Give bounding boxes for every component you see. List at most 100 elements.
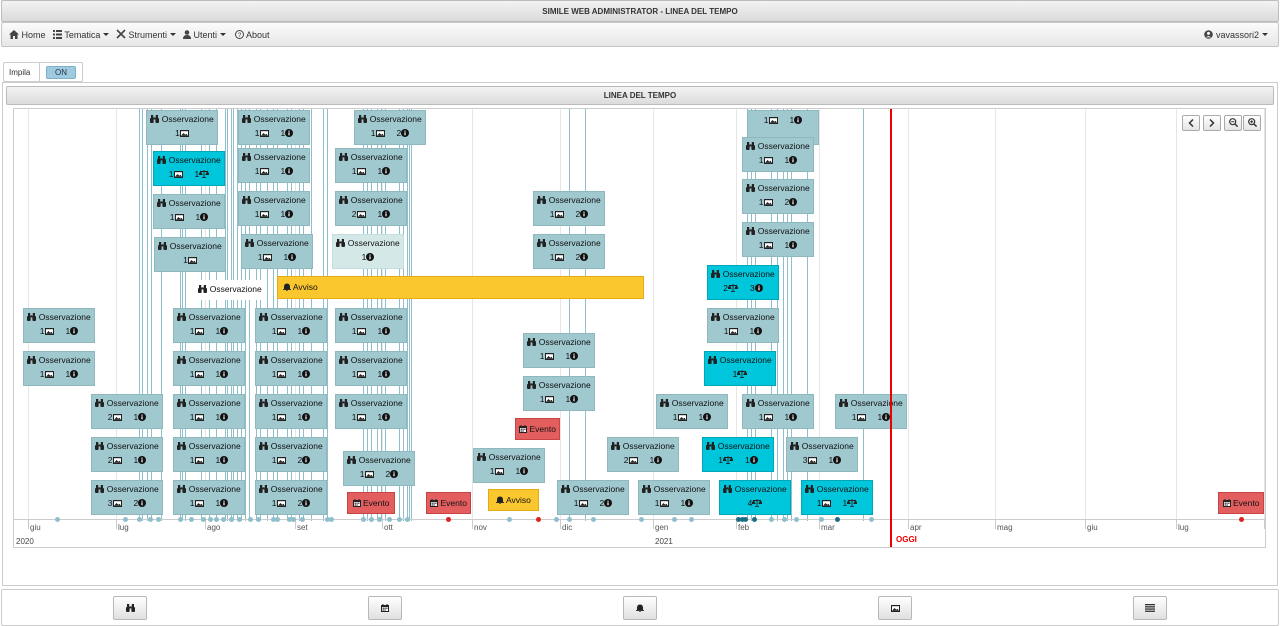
- timeline-marker[interactable]: [148, 517, 153, 522]
- timeline-marker[interactable]: [672, 517, 677, 522]
- observations-button[interactable]: [113, 596, 147, 620]
- timeline-marker[interactable]: [819, 517, 824, 522]
- timeline-marker[interactable]: [752, 517, 757, 522]
- timeline-marker[interactable]: [214, 517, 219, 522]
- events-button[interactable]: [368, 596, 402, 620]
- timeline-marker[interactable]: [361, 517, 366, 522]
- observation-item[interactable]: Osservazione: [195, 280, 265, 300]
- timeline-marker[interactable]: [156, 517, 161, 522]
- timeline-marker[interactable]: [782, 517, 787, 522]
- timeline-marker[interactable]: [248, 517, 253, 522]
- timeline-marker[interactable]: [405, 517, 410, 522]
- timeline-marker[interactable]: [201, 517, 206, 522]
- event-item[interactable]: Evento: [515, 418, 560, 440]
- nav-utenti[interactable]: Utenti: [183, 23, 227, 47]
- timeline-marker[interactable]: [536, 517, 541, 522]
- zoom-in-button[interactable]: [1243, 115, 1261, 131]
- nav-strumenti[interactable]: Strumenti: [116, 23, 177, 47]
- stack-toggle-button[interactable]: ON: [46, 66, 76, 79]
- timeline-marker[interactable]: [137, 517, 142, 522]
- timeline-marker[interactable]: [291, 517, 296, 522]
- timeline-marker[interactable]: [237, 517, 242, 522]
- timeline-marker[interactable]: [507, 517, 512, 522]
- event-item[interactable]: Evento: [426, 492, 471, 514]
- next-button[interactable]: [1203, 115, 1221, 131]
- warning-item[interactable]: Avviso: [277, 276, 644, 299]
- timeline-marker[interactable]: [221, 517, 226, 522]
- timeline-marker[interactable]: [208, 517, 213, 522]
- timeline-marker[interactable]: [178, 517, 183, 522]
- timeline-marker[interactable]: [567, 517, 572, 522]
- timeline-marker[interactable]: [769, 517, 774, 522]
- timeline-marker[interactable]: [329, 517, 334, 522]
- timeline-marker[interactable]: [377, 517, 382, 522]
- timeline-marker[interactable]: [325, 517, 330, 522]
- timeline-marker[interactable]: [397, 517, 402, 522]
- timeline-marker[interactable]: [55, 517, 60, 522]
- timeline-marker[interactable]: [287, 517, 292, 522]
- timeline-marker[interactable]: [229, 517, 234, 522]
- timeline-marker[interactable]: [189, 517, 194, 522]
- timeline-marker[interactable]: [869, 517, 874, 522]
- timeline-marker[interactable]: [123, 517, 128, 522]
- nav-user-menu[interactable]: vavassori2: [1204, 23, 1268, 47]
- timeline-marker[interactable]: [736, 517, 741, 522]
- timeline-marker[interactable]: [591, 517, 596, 522]
- zoom-out-button[interactable]: [1224, 115, 1242, 131]
- timeline-marker[interactable]: [835, 517, 840, 522]
- timeline-marker[interactable]: [740, 517, 745, 522]
- timeline-marker[interactable]: [387, 517, 392, 522]
- timeline-marker[interactable]: [794, 517, 799, 522]
- timeline-marker[interactable]: [275, 517, 280, 522]
- photos-button[interactable]: [878, 596, 912, 620]
- warning-item[interactable]: Avviso: [488, 489, 539, 511]
